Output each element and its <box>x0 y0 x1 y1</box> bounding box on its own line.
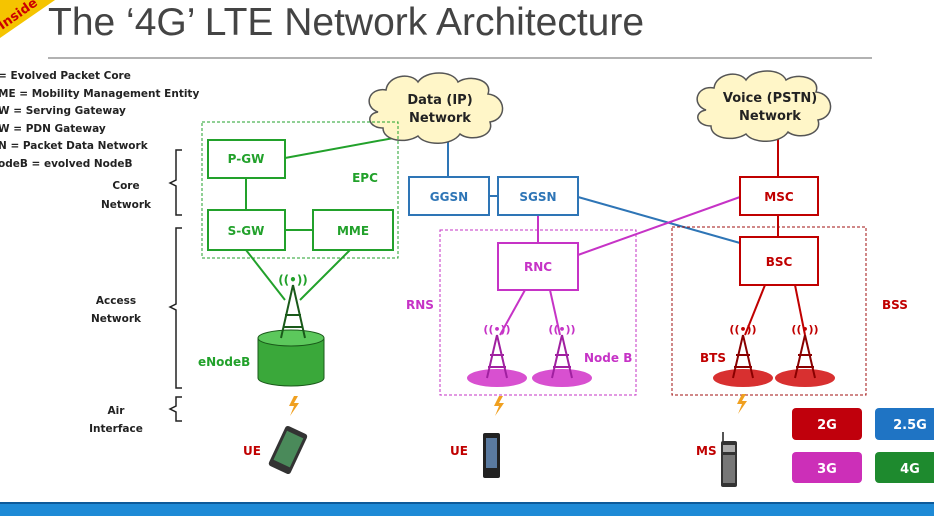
access-label-1: Access <box>96 295 136 307</box>
data-cloud-label-1: Data (IP) <box>407 93 472 108</box>
air-brace <box>168 396 182 422</box>
enodeb-label: eNodeB <box>198 355 250 369</box>
nodeb-label: Node B <box>584 351 632 365</box>
rnc-label: RNC <box>524 260 552 274</box>
rns-group <box>439 229 637 396</box>
legend-3g-label: 3G <box>817 462 837 477</box>
phone-screen <box>486 438 497 468</box>
nodeb-1-base <box>467 369 527 387</box>
voice-cloud-label-1: Voice (PSTN) <box>723 91 817 106</box>
bts-towers: ((•)) ((•)) <box>713 323 835 387</box>
msc-label: MSC <box>764 190 794 204</box>
core-label-1: Core <box>112 180 139 192</box>
ms-label: MS <box>696 444 717 458</box>
signal-icon: ((•)) <box>791 323 818 336</box>
epc-label: EPC <box>352 171 378 185</box>
ggsn-label: GGSN <box>430 190 468 204</box>
voice-pstn-network-cloud: Voice (PSTN) Network <box>696 70 832 142</box>
legend-item: odeB = evolved NodeB <box>0 157 133 170</box>
voice-cloud-label-2: Network <box>739 109 801 124</box>
rnc-msc-link <box>577 196 741 256</box>
pgw-box <box>207 139 286 179</box>
mme-enodeb-link <box>299 249 351 301</box>
bsc-bts1-link <box>744 284 766 336</box>
mme-box <box>312 209 394 251</box>
bts-2-base <box>775 369 835 387</box>
signal-icon: ((•)) <box>548 323 575 336</box>
bottom-bar <box>0 502 934 516</box>
mobile-handset-icon <box>721 432 737 487</box>
sgsn-label: SGSN <box>519 190 556 204</box>
legend-item: ME = Mobility Management Entity <box>0 87 200 100</box>
sgw-label: S-GW <box>228 224 265 238</box>
layer-braces <box>168 149 182 422</box>
pgw-to-data-link <box>284 134 411 159</box>
legend-item: W = PDN Gateway <box>0 122 106 135</box>
pgw-label: P-GW <box>228 152 265 166</box>
core-brace <box>168 149 182 216</box>
legend-item: N = Packet Data Network <box>0 140 148 152</box>
bss-label: BSS <box>882 298 908 312</box>
ue-label-3g: UE <box>450 444 468 458</box>
page-title: The ‘4G’ LTE Network Architecture <box>48 1 644 44</box>
rnc-nodeb2-link <box>549 289 561 336</box>
legend-2g-label: 2G <box>817 418 837 433</box>
signal-icon: ((•)) <box>729 323 756 336</box>
epc-group <box>201 121 399 259</box>
bts-label: BTS <box>700 351 726 365</box>
access-brace <box>168 227 182 389</box>
sgw-box <box>207 209 286 251</box>
signal-icon: ((•)) <box>483 323 510 336</box>
bsc-box <box>739 236 819 286</box>
legend-2g <box>792 408 862 440</box>
bts-1-base <box>713 369 773 387</box>
bts-tower-icon <box>732 334 816 379</box>
enodeb-tower-icon <box>280 284 306 339</box>
lightning-icon <box>737 394 747 414</box>
legend-2-5g <box>875 408 934 440</box>
msc-box <box>739 176 819 216</box>
lightning-icon <box>494 396 504 416</box>
nodeb-towers: ((•)) ((•)) <box>467 323 592 387</box>
corner-badge <box>0 0 55 38</box>
nodeb-2-base <box>532 369 592 387</box>
ggsn-box <box>408 176 490 216</box>
rnc-nodeb1-link <box>499 289 526 336</box>
legend-4g-label: 4G <box>900 462 920 477</box>
ue-label-4g: UE <box>243 444 261 458</box>
mme-label: MME <box>337 224 369 238</box>
sgsn-bsc-link <box>577 196 741 244</box>
signal-icon: ((•)) <box>278 273 308 287</box>
legend-3g <box>792 452 862 483</box>
air-label-2: Interface <box>89 423 143 435</box>
bss-group <box>671 226 867 396</box>
legend-item: W = Serving Gateway <box>0 105 126 117</box>
legend-4g <box>875 452 934 483</box>
lightning-icon <box>289 396 299 416</box>
core-label-2: Network <box>101 199 152 211</box>
bsc-label: BSC <box>766 255 793 269</box>
air-label-1: Air <box>108 405 126 417</box>
data-cloud-label-2: Network <box>409 111 471 126</box>
bsc-bts2-link <box>794 284 806 336</box>
smartphone-icon <box>268 425 308 475</box>
access-label-2: Network <box>91 313 142 325</box>
data-ip-network-cloud: Data (IP) Network <box>368 72 504 144</box>
legend-2-5g-label: 2.5G <box>893 418 927 433</box>
enodeb-base-station: ((•)) <box>257 273 325 387</box>
bottom-bar-edge <box>0 502 934 504</box>
nodeb-tower-icon <box>486 334 573 379</box>
legend-item: = Evolved Packet Core <box>0 70 131 82</box>
rnc-box <box>497 242 579 291</box>
abbreviation-legend: = Evolved Packet Core ME = Mobility Mana… <box>0 68 199 173</box>
rns-label: RNS <box>406 298 434 312</box>
sgsn-box <box>497 176 579 216</box>
